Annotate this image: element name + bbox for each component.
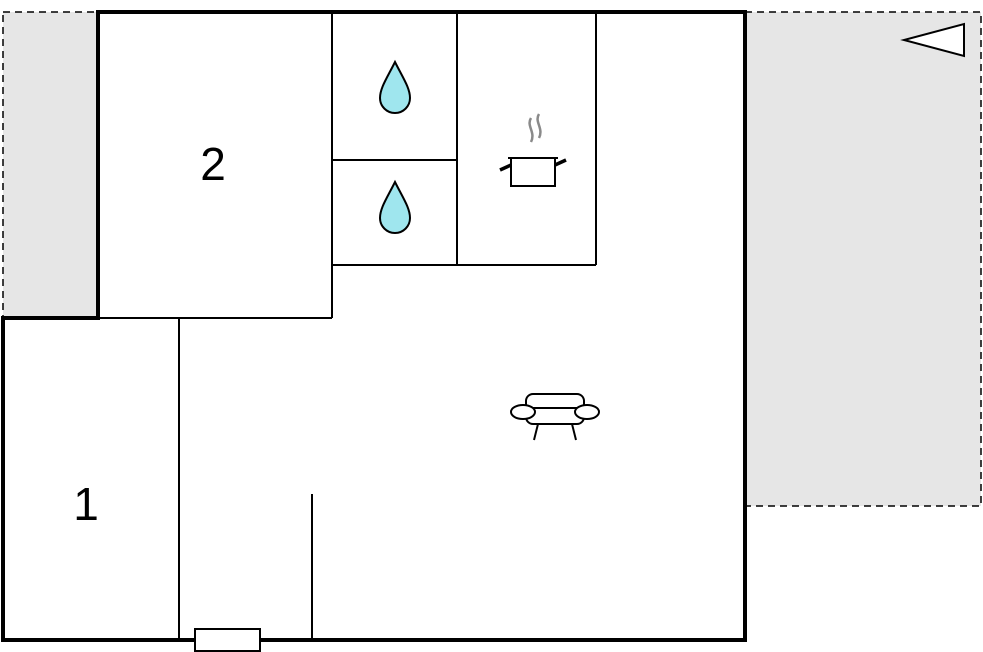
water-drop-icon [378, 179, 412, 234]
triangle-marker-icon [900, 22, 965, 58]
cooking-pot-icon [499, 113, 567, 187]
terrace-left [2, 11, 99, 319]
water-drop-icon [378, 59, 412, 114]
interior-floor [3, 12, 745, 640]
interior-walls [98, 12, 597, 640]
room-label-2: 2 [200, 138, 226, 190]
sofa-icon [510, 393, 600, 441]
entrance-door [194, 628, 261, 652]
terrace-right [744, 11, 982, 507]
room-label-1: 1 [73, 478, 99, 530]
